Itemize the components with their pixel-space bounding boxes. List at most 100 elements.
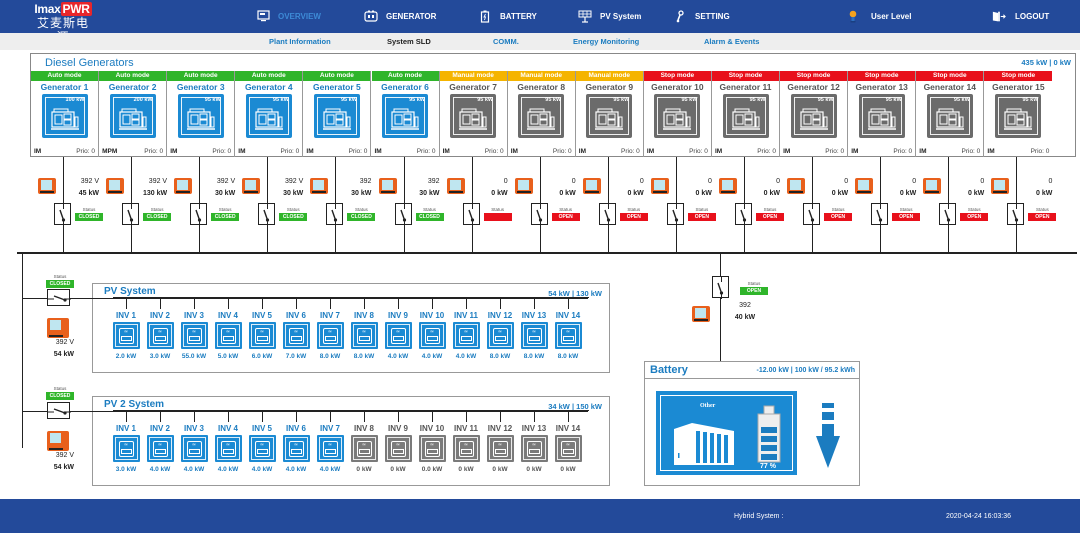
inverter[interactable]: INV 10≃0.0 kW (415, 424, 449, 473)
circuit-breaker[interactable] (666, 203, 684, 226)
inverter[interactable]: INV 13≃8.0 kW (517, 311, 551, 360)
feeder-power: 30 kW (419, 190, 440, 197)
subnav-system-sld[interactable]: System SLD (387, 37, 431, 46)
power-meter-icon[interactable] (719, 178, 737, 194)
inverter[interactable]: INV 7≃4.0 kW (313, 424, 347, 473)
circuit-breaker[interactable] (803, 203, 821, 226)
circuit-breaker[interactable] (871, 203, 889, 226)
inverter[interactable]: INV 12≃8.0 kW (483, 311, 517, 360)
battery-power-meter-icon[interactable] (692, 306, 710, 322)
nav-overview[interactable]: OVERVIEW (256, 8, 321, 24)
battery-circuit-breaker[interactable] (712, 276, 729, 299)
inverter[interactable]: INV 12≃0 kW (483, 424, 517, 473)
nav-pv-system[interactable]: PV System (578, 8, 641, 24)
circuit-breaker[interactable] (326, 203, 344, 226)
nav-user-level[interactable]: User Level (846, 8, 911, 24)
feeder-voltage: 392 (427, 178, 440, 185)
inverter[interactable]: INV 14≃0 kW (551, 424, 585, 473)
power-meter-icon[interactable] (310, 178, 329, 194)
inverter[interactable]: INV 4≃4.0 kW (211, 424, 245, 473)
subnav-alarm-events[interactable]: Alarm & Events (704, 37, 760, 46)
circuit-breaker[interactable] (258, 203, 276, 226)
power-meter-icon[interactable] (923, 178, 942, 194)
inverter[interactable]: INV 6≃7.0 kW (279, 311, 313, 360)
inverter[interactable]: INV 2≃3.0 kW (143, 311, 177, 360)
inverter[interactable]: INV 9≃4.0 kW (381, 311, 415, 360)
inverter-icon: ≃ (520, 322, 548, 349)
power-meter-icon[interactable] (446, 178, 465, 194)
power-meter-icon[interactable] (174, 178, 193, 194)
circuit-breaker[interactable] (190, 203, 208, 226)
circuit-breaker[interactable] (394, 203, 412, 226)
inverter[interactable]: INV 11≃0 kW (449, 424, 483, 473)
circuit-breaker[interactable] (598, 203, 616, 226)
generator-mode-banner: Auto mode (167, 71, 235, 81)
power-meter-icon[interactable] (582, 178, 601, 194)
inverter[interactable]: INV 3≃4.0 kW (177, 424, 211, 473)
pv1-circuit-breaker[interactable] (47, 289, 71, 306)
power-meter-icon[interactable] (242, 178, 261, 194)
inverter[interactable]: INV 2≃4.0 kW (143, 424, 177, 473)
inverter[interactable]: INV 3≃55.0 kW (177, 311, 211, 360)
inverter[interactable]: INV 8≃0 kW (347, 424, 381, 473)
power-meter-icon[interactable] (650, 178, 669, 194)
power-meter-icon[interactable] (378, 178, 397, 194)
inverter[interactable]: INV 9≃0 kW (381, 424, 415, 473)
pv2-power-meter-icon[interactable] (47, 431, 69, 451)
nav-generator[interactable]: GENERATOR (364, 8, 436, 24)
nav-battery[interactable]: BATTERY (478, 8, 537, 24)
power-meter-icon[interactable] (855, 178, 874, 194)
power-meter-icon[interactable] (106, 178, 125, 194)
inverter[interactable]: INV 1≃2.0 kW (109, 311, 143, 360)
circuit-breaker[interactable] (1007, 203, 1025, 226)
nav-logout[interactable]: LOGOUT (992, 8, 1049, 24)
inverter[interactable]: INV 10≃4.0 kW (415, 311, 449, 360)
power-meter-icon[interactable] (38, 178, 56, 194)
circuit-breaker[interactable] (122, 203, 140, 226)
inverter[interactable]: INV 13≃0 kW (517, 424, 551, 473)
inverter[interactable]: INV 5≃6.0 kW (245, 311, 279, 360)
subnav-energy-monitoring[interactable]: Energy Monitoring (573, 37, 640, 46)
power-meter-icon[interactable] (514, 178, 533, 194)
inverter[interactable]: INV 11≃4.0 kW (449, 311, 483, 360)
nav-setting[interactable]: SETTING (673, 8, 730, 24)
inverter-icon: ≃ (452, 435, 480, 462)
subnav-comm[interactable]: COMM. (493, 37, 519, 46)
inverter[interactable]: INV 4≃5.0 kW (211, 311, 245, 360)
inverter-tap (500, 297, 501, 309)
pv1-power-meter-icon[interactable] (47, 318, 69, 338)
subnav-plant-information[interactable]: Plant Information (269, 37, 331, 46)
circuit-breaker[interactable] (530, 203, 548, 226)
power-meter-icon[interactable] (991, 178, 1010, 194)
circuit-breaker[interactable] (54, 203, 71, 226)
inverter[interactable]: INV 8≃8.0 kW (347, 311, 381, 360)
inverter[interactable]: INV 6≃4.0 kW (279, 424, 313, 473)
circuit-breaker[interactable] (735, 203, 752, 226)
battery-card[interactable]: Other 77 % (656, 391, 797, 475)
circuit-breaker[interactable] (939, 203, 957, 226)
inverter[interactable]: INV 14≃8.0 kW (551, 311, 585, 360)
inverter[interactable]: INV 5≃4.0 kW (245, 424, 279, 473)
pv2-circuit-breaker[interactable] (47, 402, 71, 419)
inverter[interactable]: INV 1≃3.0 kW (109, 424, 143, 473)
power-meter-icon[interactable] (787, 178, 806, 194)
circuit-breaker[interactable] (462, 203, 480, 226)
inverter[interactable]: INV 7≃8.0 kW (313, 311, 347, 360)
